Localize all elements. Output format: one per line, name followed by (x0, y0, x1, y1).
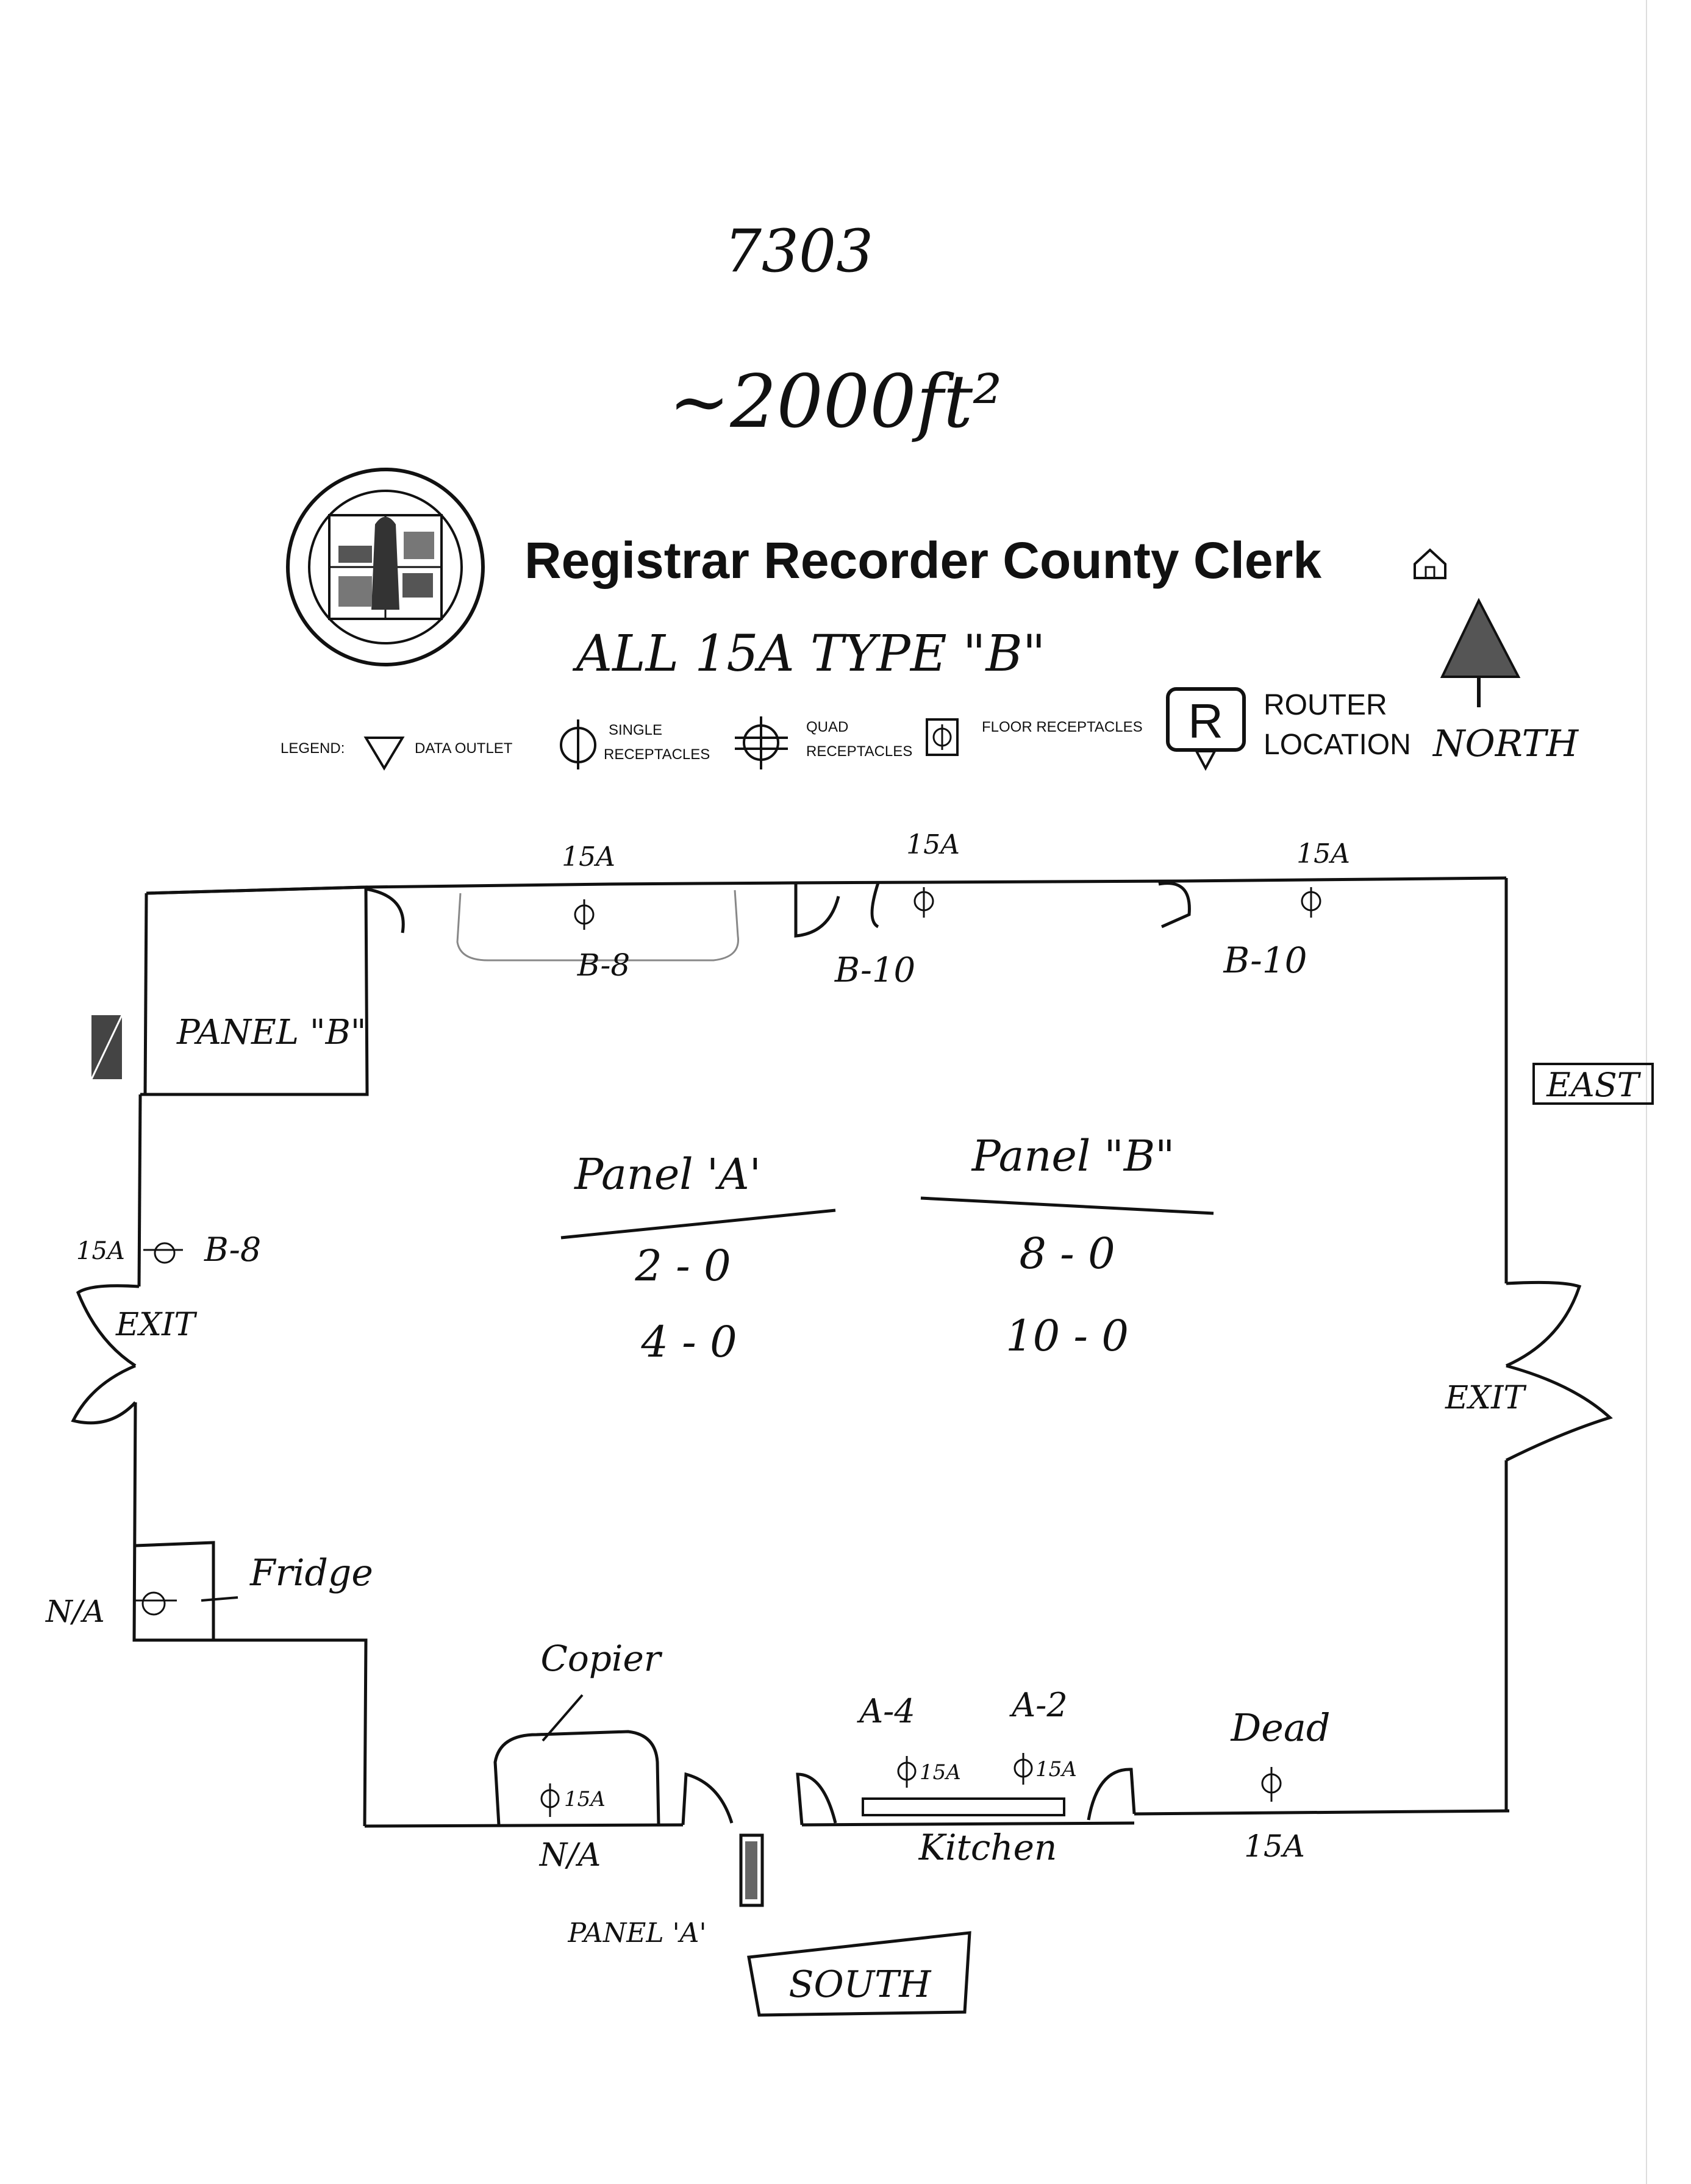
north-receptacle-1 (574, 899, 595, 930)
kitchen-receptacle-2 (1014, 1753, 1033, 1785)
data-outlet-icon (363, 737, 405, 771)
legend-quad-line2: RECEPTACLES (806, 743, 912, 760)
fridge-status: N/A (45, 1594, 105, 1629)
exit-east-label: EXIT (1445, 1380, 1527, 1416)
north-amp-1: 15A (562, 841, 615, 873)
legend-quad-line1: QUAD (806, 719, 848, 735)
legend-data-outlet: DATA OUTLET (415, 740, 513, 757)
panel-a-row-1: 2 - 0 (634, 1241, 731, 1291)
south-box (747, 1931, 971, 2017)
legend-single-line1: SINGLE (609, 722, 662, 738)
north-amp-3: 15A (1296, 838, 1350, 869)
north-receptacle-2 (913, 887, 934, 918)
kitchen-amp-1: 15A (920, 1760, 961, 1785)
door-swings (365, 882, 1191, 1825)
north-table (456, 890, 739, 962)
building-walls (132, 876, 1510, 1828)
panel-b-room-label: PANEL "B" (176, 1013, 366, 1052)
east-box (1532, 1063, 1654, 1105)
north-circuit-3: B-10 (1223, 940, 1307, 981)
west-circuit: B-8 (204, 1230, 261, 1269)
router-label-line1: ROUTER (1264, 689, 1387, 721)
panel-a-title: Panel 'A' (573, 1149, 761, 1199)
panel-a-box (739, 1833, 764, 1907)
dead-amp: 15A (1244, 1829, 1305, 1864)
circuit-type-note: ALL 15A TYPE "B" (572, 625, 1045, 683)
north-label: NORTH (1432, 723, 1579, 765)
quad-receptacle-icon (735, 716, 788, 769)
north-circuit-1: B-8 (577, 947, 630, 983)
fridge-leader (201, 1596, 238, 1602)
kitchen-circuit-2: A-2 (1009, 1686, 1068, 1724)
west-receptacle (143, 1242, 183, 1264)
copier-receptacle (540, 1783, 560, 1817)
single-receptacle-icon (560, 719, 596, 769)
legend-label: LEGEND: (281, 740, 345, 757)
east-exit (1505, 1280, 1613, 1462)
panel-a-row-2: 4 - 0 (640, 1317, 737, 1367)
panel-a-underline (560, 1208, 836, 1240)
north-receptacle-3 (1301, 887, 1321, 918)
dead-receptacle (1261, 1767, 1282, 1802)
panel-b-underline (920, 1196, 1214, 1215)
panel-a-label: PANEL 'A' (567, 1918, 706, 1949)
page-number: 7303 (724, 217, 873, 285)
home-icon (1414, 548, 1446, 579)
kitchen-label: Kitchen (918, 1827, 1057, 1868)
west-exit (71, 1284, 140, 1425)
page-title: Registrar Recorder County Clerk (524, 532, 1321, 589)
east-label: EAST (1546, 1066, 1641, 1104)
floor-receptacle-icon (926, 718, 959, 756)
kitchen-circuit-1: A-4 (856, 1692, 915, 1730)
north-circuit-2: B-10 (834, 951, 915, 990)
copier-status: N/A (538, 1837, 601, 1874)
legend-floor: FLOOR RECEPTACLES (982, 719, 1143, 735)
copier-label: Copier (540, 1638, 662, 1679)
kitchen-counter (862, 1797, 1065, 1816)
area-note: ~2000ft² (669, 360, 1003, 444)
fridge-label: Fridge (249, 1552, 373, 1594)
fridge-receptacle (133, 1591, 177, 1616)
router-label-line2: LOCATION (1264, 729, 1411, 761)
kitchen-amp-2: 15A (1035, 1757, 1077, 1782)
router-icon: R (1166, 687, 1246, 771)
panel-b-title: Panel "B" (971, 1131, 1175, 1181)
exit-west-label: EXIT (115, 1307, 198, 1343)
county-seal (286, 468, 485, 666)
panel-b-row-2: 10 - 0 (1006, 1311, 1129, 1361)
west-amp: 15A (76, 1237, 125, 1265)
south-label: SOUTH (788, 1963, 932, 2006)
panel-b-box (90, 1015, 123, 1080)
copier-amp: 15A (564, 1787, 606, 1811)
router-glyph: R (1188, 694, 1223, 748)
north-amp-2: 15A (906, 829, 960, 860)
panel-b-row-1: 8 - 0 (1019, 1229, 1115, 1279)
north-tree-icon (1440, 598, 1521, 707)
dead-label: Dead (1230, 1705, 1330, 1750)
copier-box (493, 1730, 660, 1825)
legend-single-line2: RECEPTACLES (604, 746, 710, 763)
kitchen-receptacle-1 (897, 1756, 917, 1788)
